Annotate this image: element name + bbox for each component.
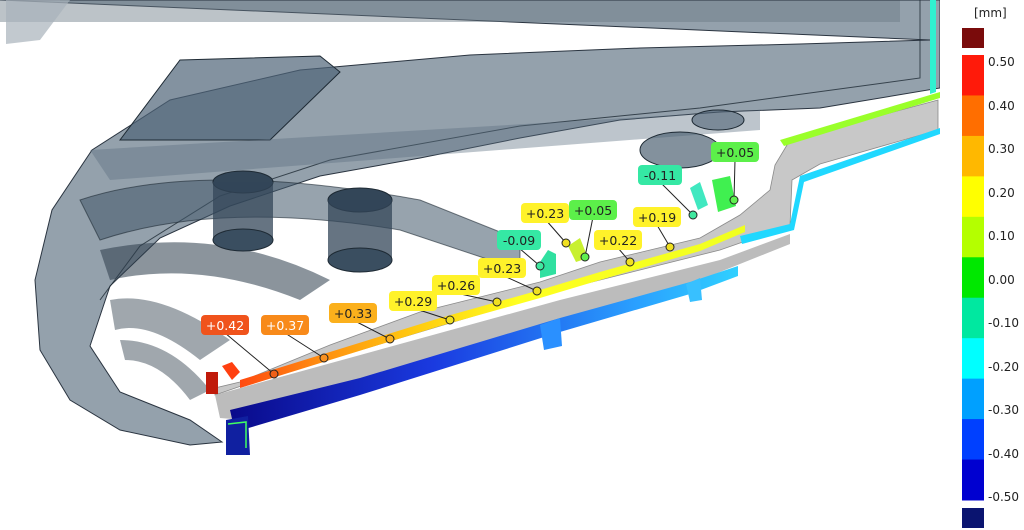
cross-section-slab (214, 99, 939, 420)
legend-color-stop (962, 176, 984, 218)
callout-box (389, 291, 437, 311)
callout-label: +0.23 (526, 206, 564, 221)
color-scale-bar (962, 28, 984, 528)
right-edge-band (930, 0, 936, 94)
callout-12: +0.05 (711, 142, 759, 162)
callout-8: +0.05 (569, 200, 617, 220)
callout-box (569, 200, 617, 220)
legend-tick-label: -0.20 (988, 359, 1020, 374)
callout-10: +0.19 (633, 207, 681, 227)
callout-box (633, 207, 681, 227)
callout-box (261, 315, 309, 335)
callout-label: +0.19 (638, 210, 676, 225)
top-surface-deviation-band (240, 225, 745, 388)
callout-label: +0.26 (437, 278, 475, 293)
callout-9: +0.22 (594, 230, 642, 250)
callout-label: +0.05 (716, 145, 754, 160)
legend-tick-label: 0.00 (988, 272, 1015, 287)
legend-color-stop (962, 378, 984, 420)
legend-color-stop (962, 216, 984, 258)
callout-6: +0.23 (521, 203, 569, 223)
callout-box (711, 142, 759, 162)
legend-color-stop (962, 338, 984, 380)
legend-tick-label: -0.40 (988, 446, 1020, 461)
legend-color-stop (962, 297, 984, 339)
callout-box (329, 303, 377, 323)
flange-edge-band (740, 128, 940, 244)
callout-label: +0.23 (483, 261, 521, 276)
bottom-surface-deviation-band (230, 266, 738, 432)
legend-color-stop (962, 135, 984, 177)
legend-unit-label: [mm] (974, 6, 1007, 20)
callout-label: +0.42 (206, 318, 244, 333)
callout-label: -0.11 (644, 168, 676, 183)
callout-2: +0.33 (329, 303, 377, 323)
legend-tick-label: -0.30 (988, 403, 1020, 417)
callout-7: -0.09 (497, 230, 541, 250)
left-bracket-section (206, 362, 250, 455)
under-min-swatch (962, 508, 984, 528)
callout-box (432, 275, 480, 295)
legend-tick-label: 0.50 (988, 55, 1015, 69)
callout-1: +0.37 (261, 315, 309, 335)
transparent-housing (0, 0, 941, 446)
callout-label: +0.29 (394, 294, 432, 309)
legend-color-stop (962, 419, 984, 461)
callout-box (638, 165, 682, 185)
callout-label: -0.09 (503, 233, 535, 248)
legend-tick-label: -0.50 (988, 490, 1020, 504)
upper-edge-band (780, 92, 940, 146)
callout-4: +0.26 (432, 275, 480, 295)
legend-color-stop (962, 55, 984, 96)
callout-3: +0.29 (389, 291, 437, 311)
over-max-swatch (962, 28, 984, 48)
legend-color-stop (962, 459, 984, 501)
legend-tick-label: 0.10 (988, 229, 1015, 243)
legend-tick-label: 0.40 (988, 98, 1015, 113)
legend-tick-label: 0.30 (988, 142, 1015, 156)
callout-box (521, 203, 569, 223)
legend-color-stop (962, 95, 984, 137)
callout-label: +0.33 (334, 306, 372, 321)
callout-5: +0.23 (478, 258, 526, 278)
callout-box (594, 230, 642, 250)
measuring-points (269, 195, 739, 379)
legend-color-stop (962, 257, 984, 299)
callout-label: +0.22 (599, 233, 637, 248)
callout-box (478, 258, 526, 278)
deviation-callouts: +0.42 +0.37 +0.33 +0.29 +0.26 +0.23 +0.2… (201, 142, 759, 335)
legend-tick-label: 0.20 (988, 185, 1015, 200)
callout-box (201, 315, 249, 335)
color-scale-legend: [mm] 0.50 0.40 0.30 0.20 0.10 0.00 -0.10 -0.20 -… (940, 0, 1024, 530)
callout-label: +0.37 (266, 318, 304, 333)
callout-box (497, 230, 541, 250)
legend-tick-label: -0.10 (988, 316, 1020, 330)
callout-label: +0.05 (574, 203, 612, 218)
callout-0: +0.42 (201, 315, 249, 335)
callout-11: -0.11 (638, 165, 682, 185)
